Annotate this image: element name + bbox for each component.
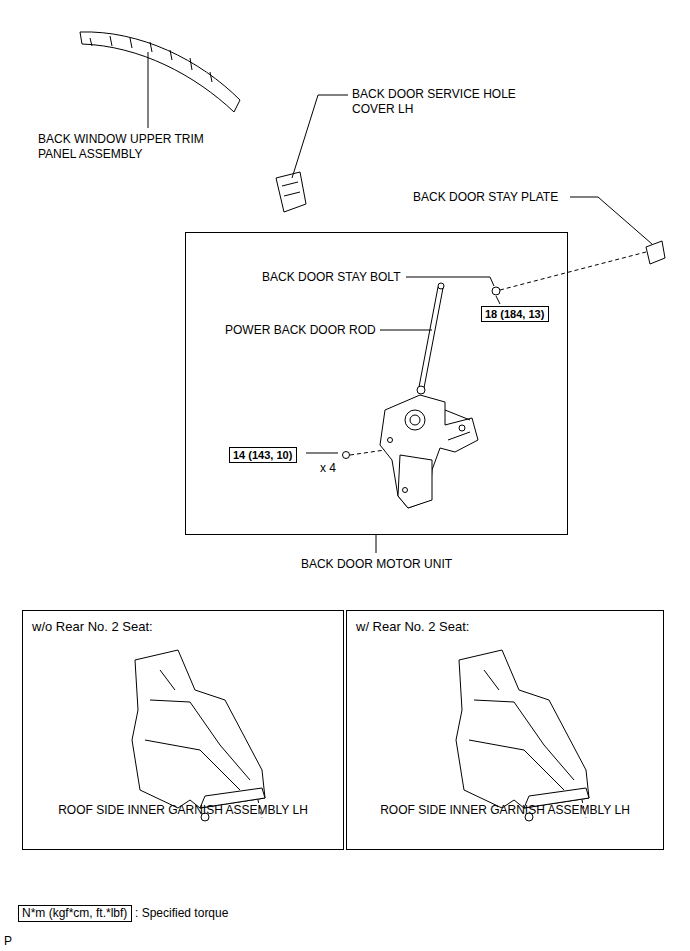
leader-line: [306, 453, 338, 454]
torque-value: 18 (184, 13): [481, 306, 549, 322]
part-name: ROOF SIDE INNER GARNISH ASSEMBLY LH: [347, 803, 663, 818]
stay-plate-drawing: [646, 241, 665, 264]
dashed-line: [350, 450, 385, 455]
page-mark: P: [4, 934, 24, 949]
leader-line: [570, 197, 652, 244]
leader-line: [406, 277, 494, 286]
part-name: BACK WINDOW UPPER TRIM PANEL ASSEMBLY: [38, 132, 238, 162]
garnish-drawing: [132, 650, 265, 821]
leader-line: [148, 52, 149, 128]
panel-heading: w/ Rear No. 2 Seat:: [356, 619, 469, 634]
variant-panel: w/ Rear No. 2 Seat: ROOF SIDE INNER GARNI…: [346, 610, 664, 850]
part-name: ROOF SIDE INNER GARNISH ASSEMBLY LH: [23, 803, 343, 818]
torque-value: 14 (143, 10): [229, 447, 297, 463]
stay-bolt-drawing: [492, 287, 500, 295]
part-name: BACK DOOR STAY BOLT: [262, 270, 462, 285]
part-name: POWER BACK DOOR ROD: [225, 323, 425, 338]
panel-heading: w/o Rear No. 2 Seat:: [32, 619, 153, 634]
service-cover-drawing: [276, 172, 306, 212]
trim-panel-drawing: [80, 32, 240, 112]
garnish-drawing: [456, 650, 589, 821]
bolt-drawing: [343, 452, 350, 459]
torque-box: 14 (143, 10): [229, 447, 297, 463]
group-label: BACK DOOR MOTOR UNIT: [186, 557, 567, 572]
legend-text: : Specified torque: [135, 906, 228, 921]
dashed-line: [500, 252, 646, 290]
leader-line: [292, 95, 348, 178]
leader-line: [376, 535, 377, 553]
motor-unit-drawing: [380, 395, 478, 508]
leader-line: [380, 330, 432, 331]
variant-panel: w/o Rear No. 2 Seat: ROOF SIDE INNER GARN…: [22, 610, 344, 850]
part-name: BACK DOOR SERVICE HOLE COVER LH: [352, 87, 522, 117]
torque-box: 18 (184, 13): [481, 306, 549, 322]
part-name: BACK DOOR STAY PLATE: [413, 190, 613, 205]
legend-sample-box: N*m (kgf*cm, ft.*lbf): [18, 905, 132, 922]
leader-line: [496, 296, 500, 304]
unit-sample: N*m (kgf*cm, ft.*lbf): [18, 905, 132, 922]
quantity-note: x 4: [320, 461, 360, 476]
rod-drawing: [419, 287, 443, 388]
